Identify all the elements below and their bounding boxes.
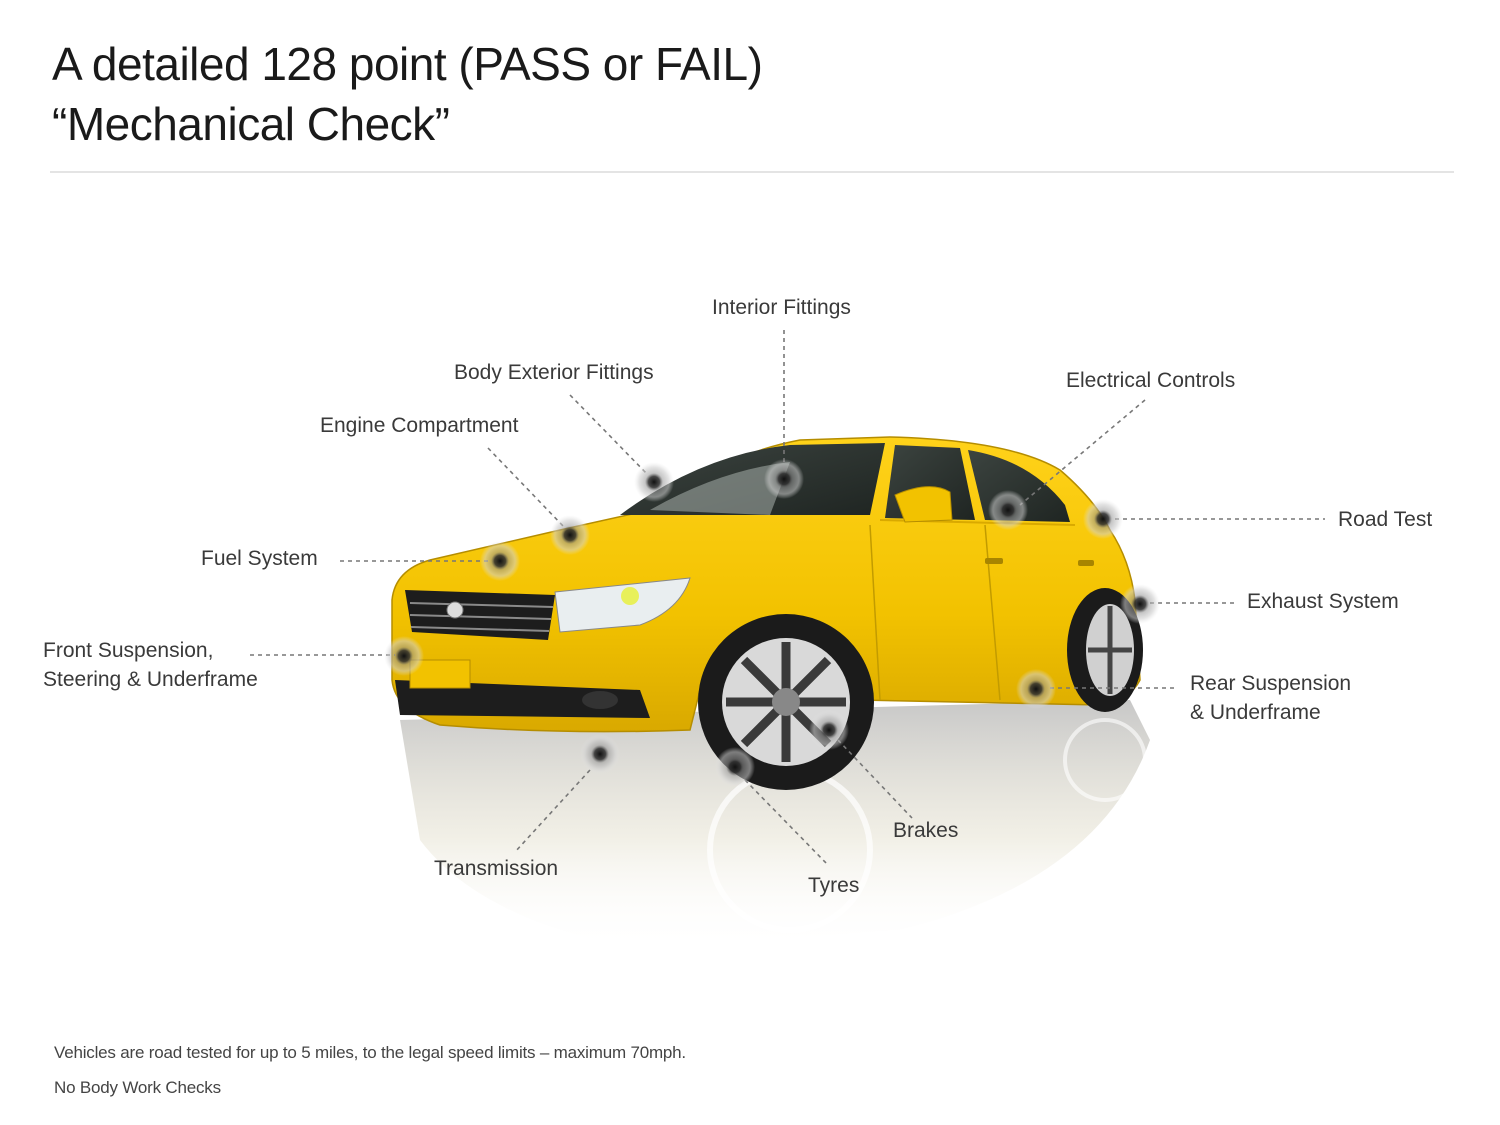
car-illustration — [391, 436, 1143, 790]
label-rear-suspension: Rear Suspension & Underframe — [1190, 669, 1351, 727]
label-interior-fittings: Interior Fittings — [712, 296, 851, 319]
marker-transmission[interactable] — [580, 734, 620, 774]
marker-electrical-controls[interactable] — [988, 490, 1028, 530]
title-line-2: “Mechanical Check” — [52, 98, 450, 150]
label-electrical-controls: Electrical Controls — [1066, 369, 1236, 392]
title-line-1: A detailed 128 point (PASS or FAIL) — [52, 38, 763, 90]
label-tyres: Tyres — [808, 874, 860, 897]
marker-front-suspension[interactable] — [384, 636, 424, 676]
check-markers — [384, 459, 1160, 787]
label-front-suspension-line2: Steering & Underframe — [43, 668, 258, 691]
label-exhaust-system: Exhaust System — [1247, 590, 1399, 613]
label-body-exterior-fittings: Body Exterior Fittings — [454, 361, 654, 384]
marker-exhaust-system[interactable] — [1120, 584, 1160, 624]
marker-engine-compartment[interactable] — [550, 515, 590, 555]
marker-fuel-system[interactable] — [480, 541, 520, 581]
marker-rear-suspension[interactable] — [1016, 669, 1056, 709]
page-title: A detailed 128 point (PASS or FAIL) “Mec… — [52, 34, 763, 154]
label-fuel-system: Fuel System — [201, 547, 318, 570]
label-front-suspension: Front Suspension, Steering & Underframe — [43, 636, 258, 694]
footer-note-bodywork: No Body Work Checks — [54, 1078, 221, 1097]
footer-note-road-test: Vehicles are road tested for up to 5 mil… — [54, 1043, 686, 1062]
divider — [50, 171, 1454, 173]
rear-wheel — [1067, 588, 1143, 712]
marker-brakes[interactable] — [809, 710, 849, 750]
marker-interior-fittings[interactable] — [764, 459, 804, 499]
label-road-test: Road Test — [1338, 508, 1433, 531]
marker-road-test[interactable] — [1083, 499, 1123, 539]
label-brakes: Brakes — [893, 819, 959, 842]
label-engine-compartment: Engine Compartment — [320, 414, 519, 437]
leader-lines — [250, 330, 1325, 866]
label-front-suspension-line1: Front Suspension, — [43, 639, 214, 662]
marker-tyres[interactable] — [715, 747, 755, 787]
marker-body-exterior-fittings[interactable] — [634, 462, 674, 502]
label-rear-suspension-line2: & Underframe — [1190, 701, 1321, 724]
label-transmission: Transmission — [434, 857, 559, 880]
label-rear-suspension-line1: Rear Suspension — [1190, 672, 1352, 695]
